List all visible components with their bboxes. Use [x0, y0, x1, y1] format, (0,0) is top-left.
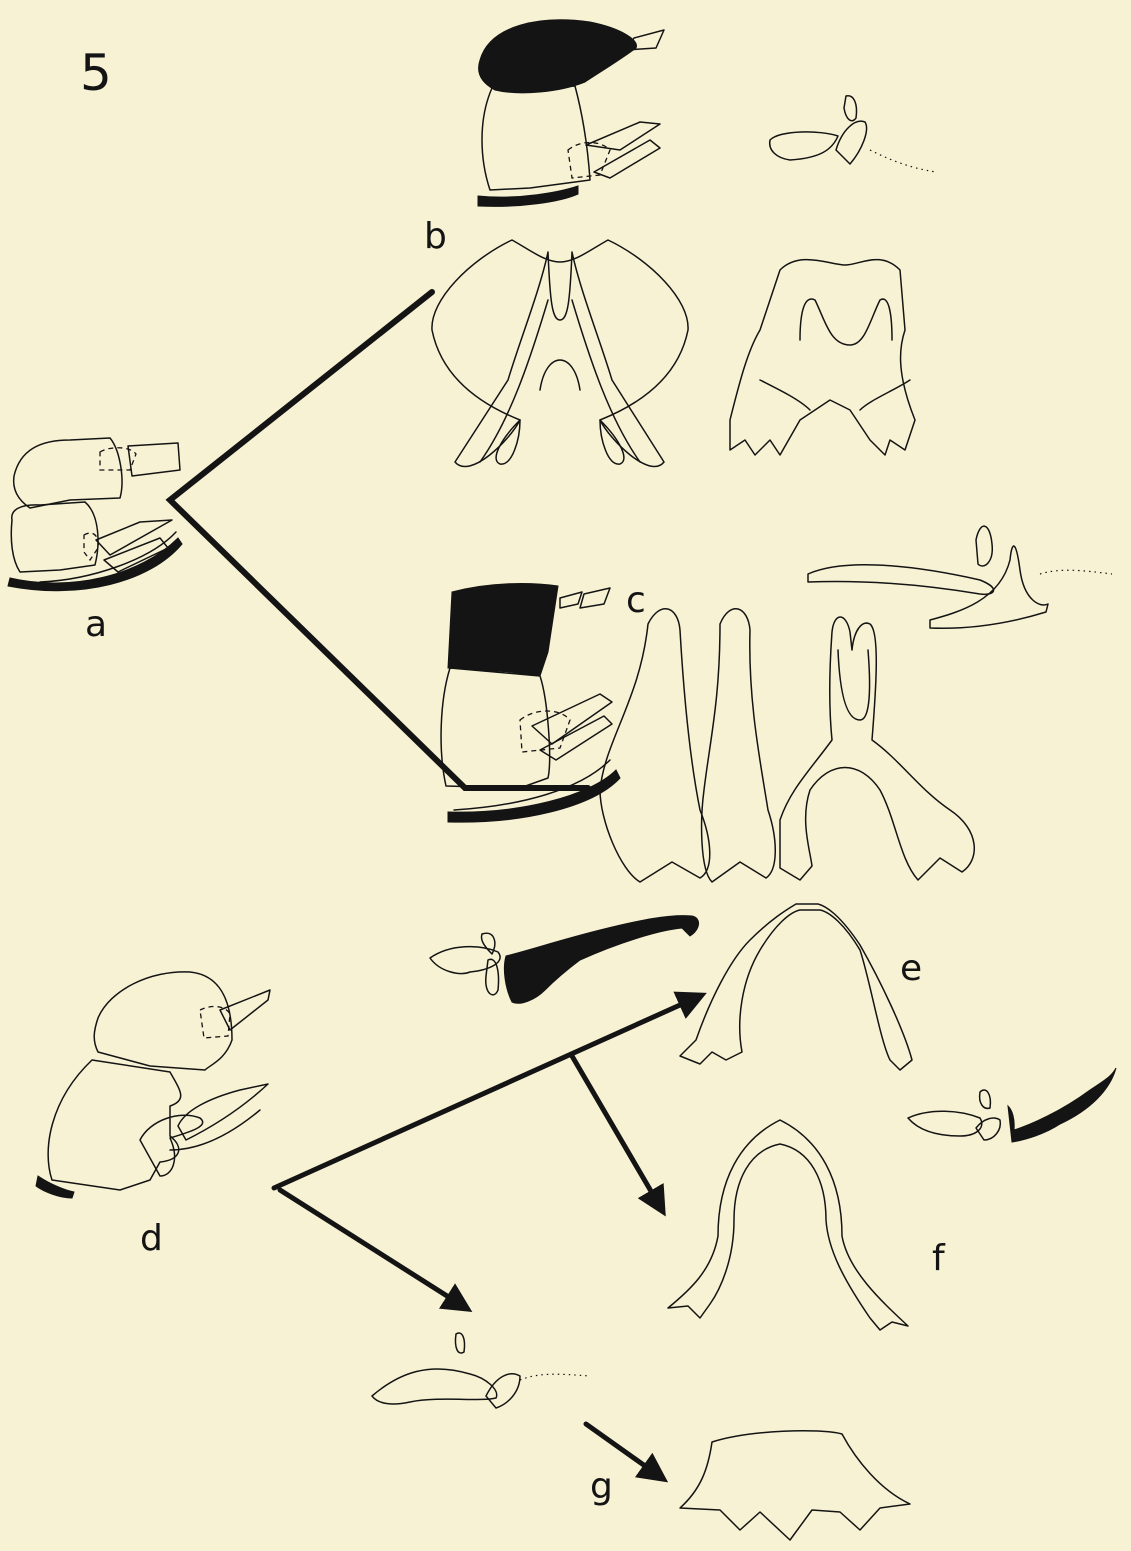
figure-b-ventral-view-left — [432, 240, 688, 467]
figure-f-ventral-view: f — [668, 1120, 946, 1330]
label-f: f — [932, 1238, 946, 1279]
figure-g-lateral-view: g — [372, 1333, 613, 1507]
arrows-from-d — [274, 996, 700, 1478]
plate-number: 5 — [80, 44, 112, 102]
label-b: b — [424, 216, 447, 257]
figure-c-ventral-views — [600, 609, 974, 882]
figure-c-side-sclerite — [808, 526, 1112, 628]
figure-d-lateral-view: d — [36, 972, 270, 1259]
label-a: a — [85, 604, 107, 645]
branch-lines-a — [170, 292, 588, 788]
label-e: e — [900, 948, 922, 989]
figure-e-ventral-view: e — [680, 904, 922, 1070]
figure-e-lateral-view — [430, 916, 699, 1004]
label-d: d — [140, 1218, 163, 1259]
label-c: c — [626, 580, 646, 621]
label-g: g — [590, 1466, 613, 1507]
figure-b-lateral-view: b — [424, 20, 936, 257]
figure-a-lateral-view: a — [8, 438, 182, 645]
figure-e-side-sclerite — [908, 1068, 1116, 1142]
figure-b-ventral-view-right — [730, 260, 915, 455]
figure-g-ventral-view — [680, 1431, 910, 1540]
